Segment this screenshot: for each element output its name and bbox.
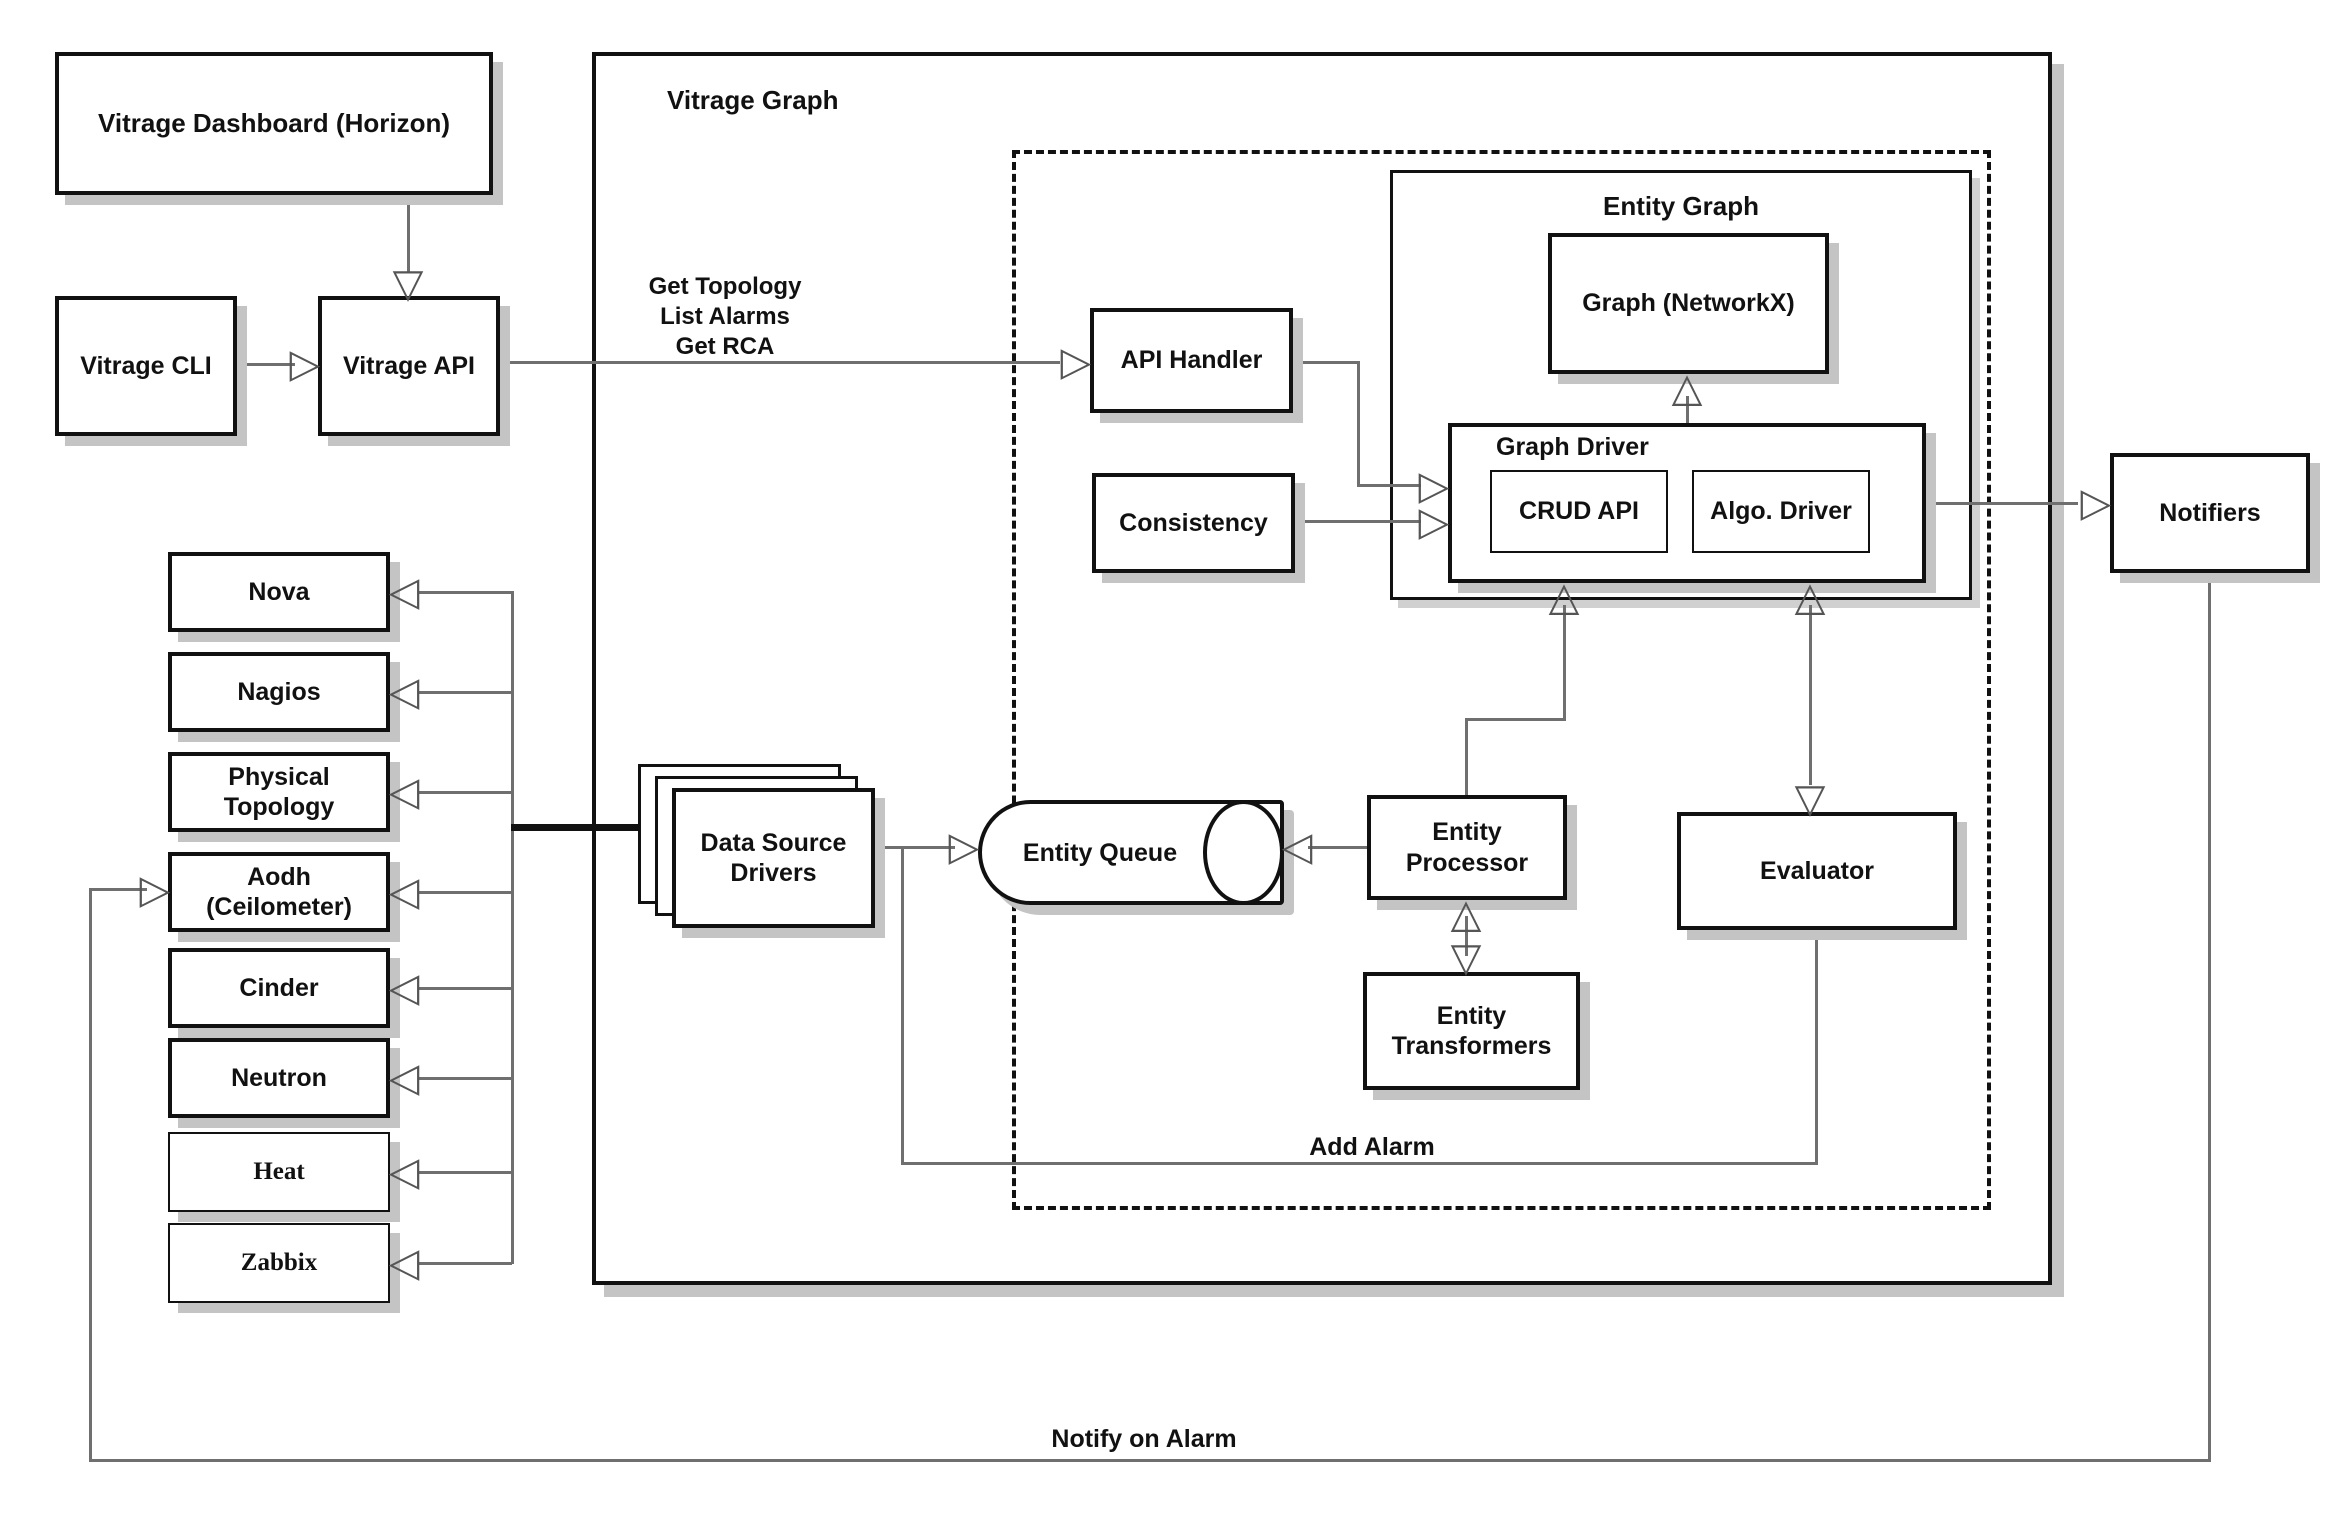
node-label: Graph (NetworkX) [1582, 289, 1795, 318]
node-label: Neutron [231, 1063, 327, 1092]
bus-stub-line [418, 1077, 512, 1080]
node-graph-networkx: Graph (NetworkX) [1548, 233, 1829, 374]
node-datasource-nova: Nova [168, 552, 390, 632]
node-label: Data Source Drivers [700, 828, 847, 888]
edge-label-line: List Alarms [660, 303, 790, 330]
connector-line [1809, 605, 1812, 785]
connector-line [89, 888, 147, 891]
bus-stub-line [418, 891, 512, 894]
bus-stub-line [418, 1262, 512, 1265]
connector-line [89, 890, 92, 1462]
graph-driver-title: Graph Driver [1496, 433, 1649, 461]
connector-line [500, 361, 1060, 364]
node-datasource-physical-topology: Physical Topology [168, 752, 390, 832]
connector-line [901, 1162, 1818, 1165]
node-entity-processor: Entity Processor [1367, 795, 1567, 900]
node-api-handler: API Handler [1090, 308, 1293, 413]
connector-line [1815, 930, 1818, 1165]
connector-line [1926, 502, 2078, 505]
bus-stub-line [418, 1171, 512, 1174]
entity-graph-container [1390, 170, 1972, 600]
node-datasource-aodh: Aodh (Ceilometer) [168, 852, 390, 932]
node-label: Algo. Driver [1710, 497, 1852, 526]
connector-line [1357, 361, 1360, 487]
node-label: Vitrage CLI [80, 351, 212, 380]
node-label: Entity Transformers [1391, 1001, 1552, 1061]
bus-stub-line [418, 987, 512, 990]
edge-label-line: Get Topology [648, 273, 802, 300]
node-label: Nagios [237, 677, 321, 706]
connector-line [1295, 520, 1421, 523]
node-label: API Handler [1120, 346, 1263, 375]
bus-to-drivers-line [511, 824, 641, 831]
connector-line [1357, 484, 1421, 487]
edge-label-line: Get RCA [675, 333, 775, 360]
dashed-boundary-box [1012, 150, 1991, 1210]
connector-line [1465, 718, 1468, 795]
bus-stub-line [418, 591, 512, 594]
connector-line [1686, 396, 1689, 423]
entity-queue-label: Entity Queue [1022, 839, 1178, 867]
edge-label-get-topology: Get Topology List Alarms Get RCA [615, 272, 835, 362]
node-datasource-neutron: Neutron [168, 1038, 390, 1118]
node-algo-driver: Algo. Driver [1692, 470, 1870, 553]
node-label: Vitrage API [343, 351, 475, 380]
connector-line [875, 846, 955, 849]
node-label: Cinder [239, 973, 319, 1002]
node-vitrage-api: Vitrage API [318, 296, 500, 436]
node-datasource-zabbix: Zabbix [168, 1223, 390, 1303]
node-datasource-heat: Heat [168, 1132, 390, 1212]
node-label: Physical Topology [223, 762, 335, 822]
bus-stub-line [418, 691, 512, 694]
node-vitrage-dashboard: Vitrage Dashboard (Horizon) [55, 52, 493, 195]
node-datasource-nagios: Nagios [168, 652, 390, 732]
connector-line [1308, 846, 1367, 849]
vitrage-graph-title: Vitrage Graph [667, 85, 839, 115]
node-label: Nova [248, 577, 310, 606]
connector-line [901, 846, 904, 1165]
node-vitrage-cli: Vitrage CLI [55, 296, 237, 436]
node-label: Zabbix [240, 1248, 318, 1276]
node-label: Aodh (Ceilometer) [206, 862, 352, 922]
connector-line [1293, 361, 1357, 364]
node-data-source-drivers: Data Source Drivers [672, 788, 875, 928]
connector-line [237, 363, 295, 366]
node-label: Evaluator [1760, 856, 1874, 885]
node-label: Heat [253, 1157, 305, 1185]
node-label: CRUD API [1519, 497, 1639, 526]
node-consistency: Consistency [1092, 473, 1295, 573]
connector-line [89, 1459, 2211, 1462]
node-crud-api: CRUD API [1490, 470, 1668, 553]
node-entity-transformers: Entity Transformers [1363, 972, 1580, 1090]
datasource-bus-line [511, 591, 514, 1264]
connector-line [407, 195, 410, 272]
edge-label-add-alarm: Add Alarm [1309, 1133, 1435, 1161]
connector-line [1465, 916, 1468, 956]
connector-line [1466, 718, 1566, 721]
entity-graph-title: Entity Graph [1602, 191, 1759, 221]
entity-queue-cap [1203, 800, 1284, 905]
node-label: Entity Processor [1405, 818, 1529, 877]
vitrage-graph-container [592, 52, 2052, 1285]
connector-line [2208, 573, 2211, 1462]
bus-stub-line [418, 791, 512, 794]
node-label: Vitrage Dashboard (Horizon) [97, 107, 450, 138]
connector-line [1563, 605, 1566, 720]
node-notifiers: Notifiers [2110, 453, 2310, 573]
edge-label-notify-on-alarm: Notify on Alarm [1051, 1425, 1237, 1453]
node-evaluator: Evaluator [1677, 812, 1957, 930]
node-label: Consistency [1119, 508, 1268, 537]
node-datasource-cinder: Cinder [168, 948, 390, 1028]
node-label: Notifiers [2159, 498, 2261, 527]
